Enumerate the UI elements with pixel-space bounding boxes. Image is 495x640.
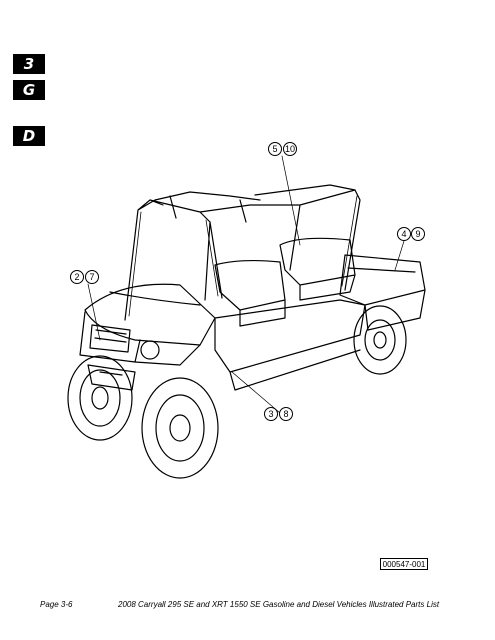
section-tab-3: 3 xyxy=(13,54,45,74)
front-grille xyxy=(79,311,141,363)
callout-10: 10 xyxy=(283,142,297,156)
hood xyxy=(84,283,216,346)
rear-wheel xyxy=(353,305,407,375)
page-number: Page 3-6 xyxy=(40,600,73,609)
rear-seat xyxy=(279,237,356,301)
front-seat xyxy=(214,259,286,327)
front-right-wheel xyxy=(141,377,219,479)
callout-9: 9 xyxy=(411,227,425,241)
front-left-wheel xyxy=(67,355,133,441)
cargo-bed xyxy=(339,254,426,331)
body-side xyxy=(214,299,366,391)
callout-2: 2 xyxy=(70,270,84,284)
roll-cage xyxy=(124,184,361,321)
callout-3: 3 xyxy=(264,407,278,421)
figure-id: 000547-001 xyxy=(380,558,428,570)
callout-8: 8 xyxy=(279,407,293,421)
callout-4: 4 xyxy=(397,227,411,241)
callout-7: 7 xyxy=(85,270,99,284)
callout-5: 5 xyxy=(268,142,282,156)
section-tab-d: D xyxy=(13,126,45,146)
document-title: 2008 Carryall 295 SE and XRT 1550 SE Gas… xyxy=(118,600,440,609)
headlight xyxy=(140,340,160,360)
section-tab-g: G xyxy=(13,80,45,100)
leader-lines xyxy=(87,155,405,414)
